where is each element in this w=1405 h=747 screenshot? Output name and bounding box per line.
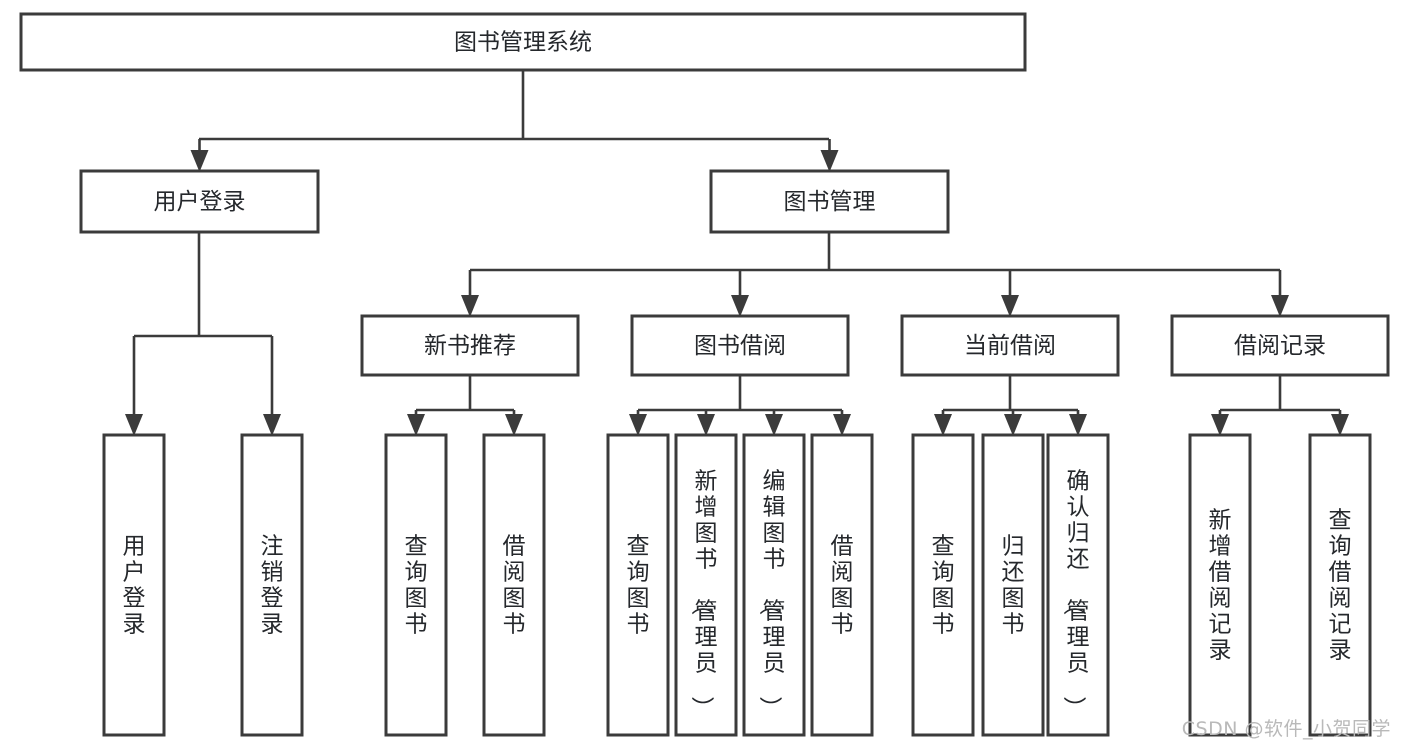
arrow-head	[505, 414, 523, 436]
node-box[interactable]	[981, 433, 1045, 737]
connector-group	[934, 375, 1087, 436]
node-leaf-logout[interactable]: 注销登录	[240, 433, 304, 737]
node-label: 归还图书	[1002, 533, 1025, 637]
node-leaf-query-book-cb[interactable]: 查询图书	[911, 433, 975, 737]
node-label: 查询借阅记录	[1329, 507, 1352, 663]
node-borrow-record[interactable]: 借阅记录	[1170, 314, 1390, 377]
node-book-borrow[interactable]: 图书借阅	[630, 314, 850, 377]
arrow-head	[697, 414, 715, 436]
node-box[interactable]	[384, 433, 448, 737]
node-box[interactable]	[19, 12, 1027, 72]
node-box[interactable]	[1188, 433, 1252, 737]
arrow-head	[833, 414, 851, 436]
node-label: 新增图书（管理员）	[689, 468, 718, 719]
node-box[interactable]	[79, 169, 320, 234]
node-box[interactable]	[674, 433, 738, 737]
node-box[interactable]	[810, 433, 874, 737]
arrow-head	[731, 295, 749, 317]
node-label: 新书推荐	[424, 333, 516, 359]
node-box[interactable]	[606, 433, 670, 737]
node-box[interactable]	[630, 314, 850, 377]
arrow-head	[1001, 295, 1019, 317]
watermark-label: CSDN @软件_小贺同学	[1181, 718, 1391, 740]
node-leaf-query-book-bb[interactable]: 查询图书	[606, 433, 670, 737]
arrow-head	[1069, 414, 1087, 436]
node-label: 查询图书	[627, 533, 650, 637]
node-leaf-confirm-return[interactable]: 确认归还（管理员）	[1046, 433, 1110, 737]
node-box[interactable]	[900, 314, 1120, 377]
connector-group	[407, 375, 523, 436]
node-label: 编辑图书（管理员）	[757, 468, 786, 719]
node-leaf-return-book[interactable]: 归还图书	[981, 433, 1045, 737]
node-leaf-borrow-book-bb[interactable]: 借阅图书	[810, 433, 874, 737]
node-leaf-query-book-rec[interactable]: 查询图书	[384, 433, 448, 737]
node-box[interactable]	[1170, 314, 1390, 377]
node-leaf-user-login[interactable]: 用户登录	[102, 433, 166, 737]
connector-group	[190, 70, 839, 172]
node-label: 借阅记录	[1234, 333, 1326, 359]
arrow-head	[407, 414, 425, 436]
node-box[interactable]	[742, 433, 806, 737]
arrow-head	[125, 414, 143, 436]
node-label: 注销登录	[261, 533, 284, 637]
node-box[interactable]	[102, 433, 166, 737]
node-box[interactable]	[709, 169, 950, 234]
node-box[interactable]	[1046, 433, 1110, 737]
node-label: 借阅图书	[831, 533, 854, 637]
node-box[interactable]	[1308, 433, 1372, 737]
node-label: 图书管理系统	[454, 30, 592, 56]
node-label: 查询图书	[932, 533, 955, 637]
connector-group	[629, 375, 851, 436]
node-current-borrow[interactable]: 当前借阅	[900, 314, 1120, 377]
node-new-book-rec[interactable]: 新书推荐	[360, 314, 580, 377]
node-leaf-add-record[interactable]: 新增借阅记录	[1188, 433, 1252, 737]
node-label: 用户登录	[154, 189, 246, 215]
node-leaf-query-record[interactable]: 查询借阅记录	[1308, 433, 1372, 737]
node-label: 当前借阅	[964, 333, 1056, 359]
node-label: 借阅图书	[503, 533, 526, 637]
node-user-login[interactable]: 用户登录	[79, 169, 320, 234]
node-root-system[interactable]: 图书管理系统	[19, 12, 1027, 72]
connector-group	[461, 232, 1289, 317]
node-book-manage[interactable]: 图书管理	[709, 169, 950, 234]
arrow-head	[1271, 295, 1289, 317]
node-leaf-edit-book[interactable]: 编辑图书（管理员）	[742, 433, 806, 737]
arrow-head	[461, 295, 479, 317]
node-box[interactable]	[360, 314, 580, 377]
node-box[interactable]	[911, 433, 975, 737]
node-leaf-add-book[interactable]: 新增图书（管理员）	[674, 433, 738, 737]
node-label: 图书管理	[784, 189, 876, 215]
arrow-head	[1211, 414, 1229, 436]
arrow-head	[765, 414, 783, 436]
node-label: 新增借阅记录	[1209, 507, 1232, 663]
arrow-head	[820, 150, 839, 172]
connector-group	[1211, 375, 1349, 436]
node-leaf-borrow-book-rec[interactable]: 借阅图书	[482, 433, 546, 737]
node-box[interactable]	[482, 433, 546, 737]
node-label: 查询图书	[405, 533, 428, 637]
node-label: 确认归还（管理员）	[1061, 468, 1090, 719]
node-box[interactable]	[240, 433, 304, 737]
arrow-head	[629, 414, 647, 436]
connector-layer	[125, 70, 1349, 436]
arrow-head	[190, 150, 209, 172]
arrow-head	[1331, 414, 1349, 436]
arrow-head	[263, 414, 281, 436]
arrow-head	[1004, 414, 1022, 436]
node-label: 图书借阅	[694, 333, 786, 359]
node-label: 用户登录	[123, 533, 146, 637]
node-layer: 图书管理系统用户登录图书管理新书推荐图书借阅当前借阅借阅记录用户登录注销登录查询…	[19, 12, 1390, 737]
arrow-head	[934, 414, 952, 436]
connector-group	[125, 232, 281, 436]
